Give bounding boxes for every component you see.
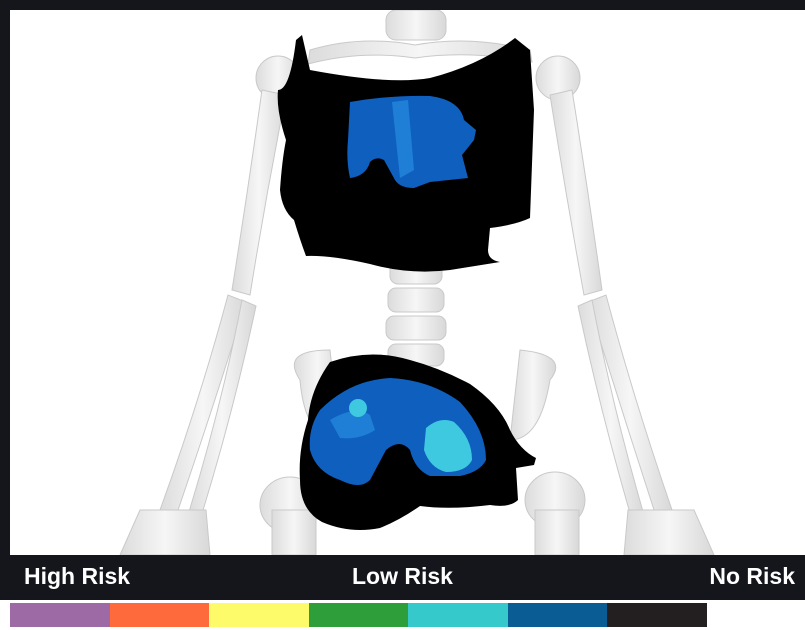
skeleton-heatmap bbox=[10, 10, 805, 555]
vertebra bbox=[388, 288, 444, 312]
cervical-spine bbox=[386, 10, 446, 40]
high-risk-label: High Risk bbox=[24, 563, 130, 590]
low-risk-label: Low Risk bbox=[352, 563, 453, 590]
scale-segment bbox=[508, 603, 608, 627]
scale-segment bbox=[309, 603, 409, 627]
left-humerus bbox=[232, 90, 286, 295]
scale-segment bbox=[408, 603, 508, 627]
no-risk-label: No Risk bbox=[709, 563, 795, 590]
scale-segment bbox=[607, 603, 707, 627]
right-hand bbox=[624, 510, 714, 555]
right-ilium bbox=[510, 350, 556, 440]
risk-legend-labels: High Risk Low Risk No Risk bbox=[0, 555, 805, 599]
scale-segment bbox=[209, 603, 309, 627]
scale-segment bbox=[10, 603, 110, 627]
right-humerus bbox=[550, 90, 602, 295]
risk-color-scale bbox=[10, 603, 707, 627]
left-hand bbox=[120, 510, 210, 555]
body-heatmap-viewport bbox=[10, 10, 805, 555]
left-femur bbox=[272, 510, 316, 555]
right-femur bbox=[535, 510, 579, 555]
vertebra bbox=[386, 316, 446, 340]
scale-segment bbox=[110, 603, 210, 627]
hotspot-left bbox=[349, 399, 367, 417]
